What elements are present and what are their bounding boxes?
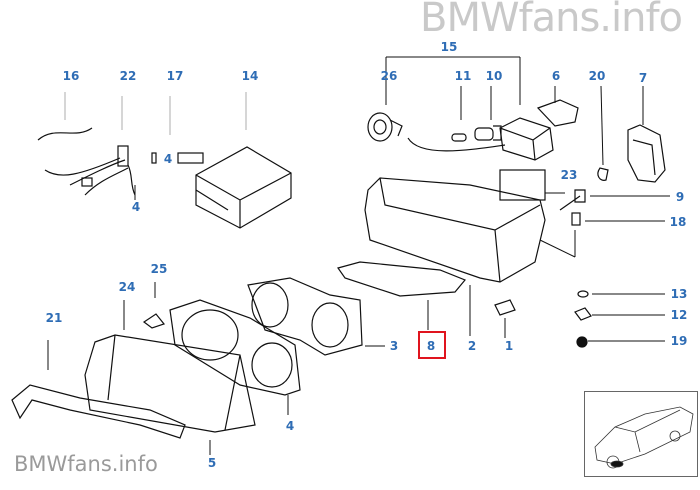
part-15-ballast (499, 117, 554, 161)
part-label-18[interactable]: 18 (669, 215, 687, 229)
part-4-lens-frame (169, 299, 301, 396)
part-label-4[interactable]: 4 (131, 200, 141, 214)
part-1-socket (494, 299, 516, 316)
part-26-socket (367, 112, 506, 152)
part-label-6[interactable]: 6 (551, 69, 561, 83)
part-label-4[interactable]: 4 (285, 419, 295, 433)
part-17 (151, 152, 204, 164)
part-11-bulb (451, 133, 467, 142)
part-label-4[interactable]: 4 (163, 152, 173, 166)
part-3-reflector (247, 277, 363, 356)
part-10-bulb (474, 125, 502, 141)
part-label-1[interactable]: 1 (504, 339, 514, 353)
part-label-20[interactable]: 20 (588, 69, 606, 83)
part-label-9[interactable]: 9 (675, 190, 685, 204)
part-7-cap (627, 124, 666, 183)
car-sketch-icon (594, 406, 694, 469)
part-label-12[interactable]: 12 (670, 308, 688, 322)
part-18-bolt (571, 212, 581, 226)
part-label-2[interactable]: 2 (467, 339, 477, 353)
part-label-5[interactable]: 5 (207, 456, 217, 470)
part-label-3[interactable]: 3 (389, 339, 399, 353)
part-label-21[interactable]: 21 (45, 311, 63, 325)
part-label-16[interactable]: 16 (62, 69, 80, 83)
part-label-13[interactable]: 13 (670, 287, 688, 301)
part-label-22[interactable]: 22 (119, 69, 137, 83)
part-19-nut (576, 336, 588, 348)
part-14-box (195, 146, 292, 229)
part-20-clip (597, 167, 609, 181)
car-location-thumbnail (584, 391, 698, 477)
watermark-top: BMWfans.info (420, 0, 683, 41)
part-label-19[interactable]: 19 (670, 334, 688, 348)
part-2-housing (364, 169, 546, 283)
part-25-clip (142, 313, 166, 329)
part-label-10[interactable]: 10 (485, 69, 503, 83)
part-label-25[interactable]: 25 (150, 262, 168, 276)
part-label-17[interactable]: 17 (166, 69, 184, 83)
part-6-cover (536, 99, 579, 127)
leader-lines-dark (47, 56, 670, 455)
part-9-adjuster (559, 189, 586, 211)
highlight-box (418, 331, 446, 359)
part-label-7[interactable]: 7 (638, 71, 648, 85)
part-label-8[interactable]: 8 (426, 339, 436, 353)
part-5-lens (84, 334, 256, 433)
part-label-23[interactable]: 23 (560, 168, 578, 182)
leader-lines (64, 92, 247, 135)
part-label-11[interactable]: 11 (454, 69, 472, 83)
part-13-nut (577, 290, 589, 298)
part-12-clip (574, 307, 592, 321)
part-8-shield (337, 261, 466, 297)
part-label-14[interactable]: 14 (241, 69, 259, 83)
watermark-bottom: BMWfans.info (14, 452, 158, 476)
part-label-26[interactable]: 26 (380, 69, 398, 83)
part-16-cable (37, 127, 93, 141)
part-label-24[interactable]: 24 (118, 280, 136, 294)
part-22-harness (44, 145, 136, 196)
part-21-trim (11, 384, 186, 439)
part-label-15[interactable]: 15 (440, 40, 458, 54)
